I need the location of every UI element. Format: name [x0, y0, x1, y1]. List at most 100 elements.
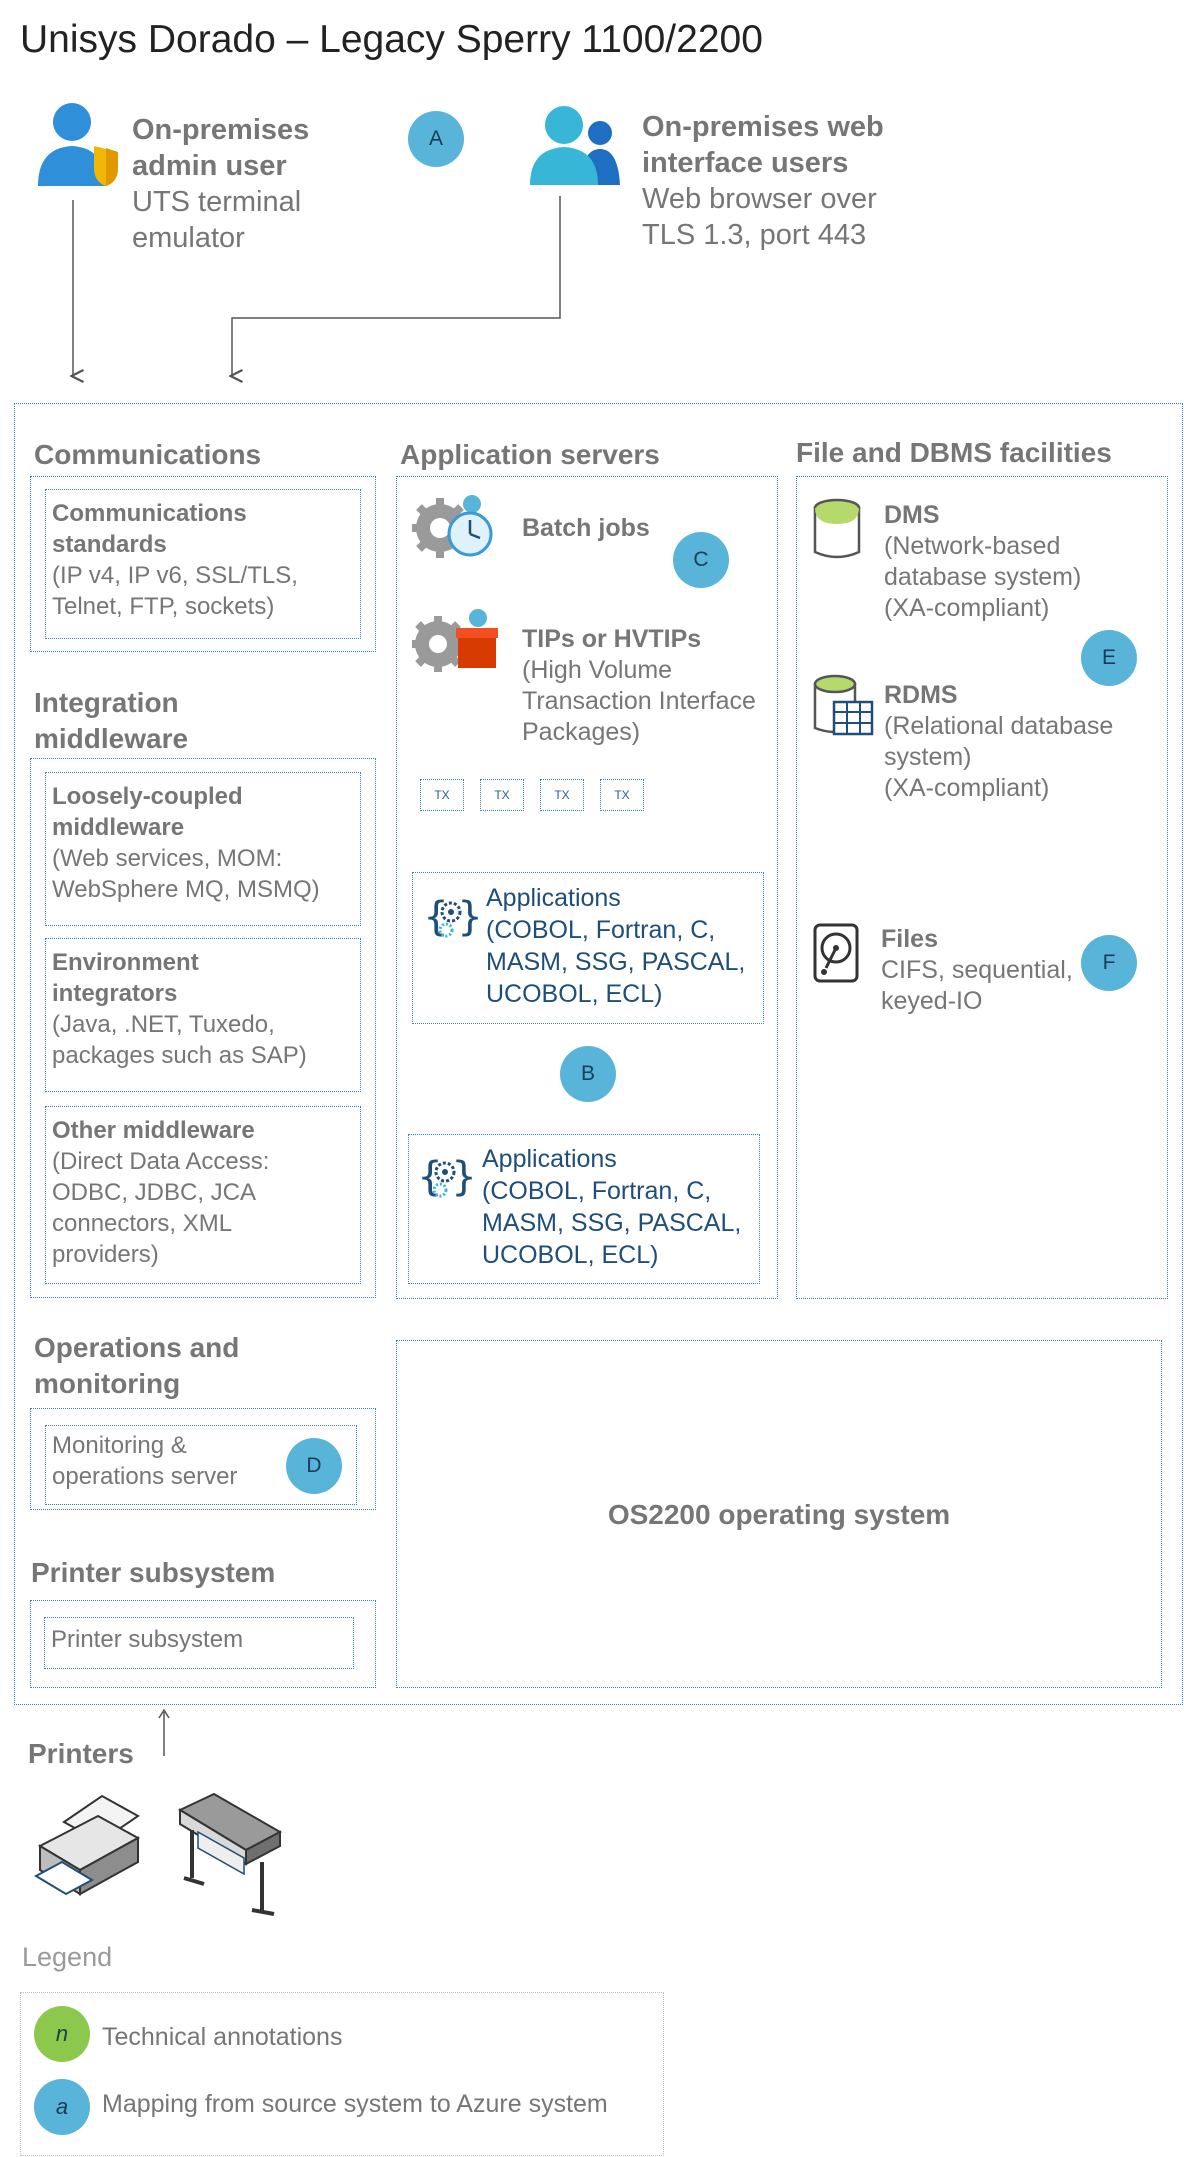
other-middleware-line3: connectors, XML — [52, 1210, 233, 1237]
operations-monitoring-title: Operations and monitoring — [34, 1330, 294, 1402]
dms-line2: database system) — [884, 563, 1082, 591]
file-dbms-panel — [796, 476, 1168, 1299]
legend-technical-label: Technical annotations — [102, 2023, 343, 2051]
plotter-icon — [174, 1792, 286, 1921]
files-disk-icon — [812, 922, 860, 989]
communications-title: Communications — [34, 439, 262, 470]
tips-line2: Transaction Interface — [522, 687, 756, 715]
applications-2-line1: Applications — [482, 1145, 617, 1173]
admin-user-name-line1: On-premises — [132, 114, 310, 146]
page-title: Unisys Dorado – Legacy Sperry 1100/2200 — [20, 18, 763, 61]
applications-1-line4: UCOBOL, ECL) — [486, 980, 663, 1008]
applications-2-line4: UCOBOL, ECL) — [482, 1241, 659, 1269]
admin-user-shield-icon — [34, 102, 124, 191]
rdms-title: RDMS — [884, 681, 958, 709]
rdms-table-icon — [812, 674, 874, 743]
applications-1-line2: (COBOL, Fortran, C, — [486, 916, 716, 944]
tips-gear-box-icon — [410, 608, 508, 677]
dorado-system-container — [14, 403, 1183, 1705]
monitoring-server-box: Monitoring & operations server — [45, 1425, 357, 1505]
communications-standards-line1: (IP v4, IP v6, SSL/TLS, — [52, 562, 298, 589]
communications-standards-line2: Telnet, FTP, sockets) — [52, 593, 275, 620]
environment-integrators-box: Environment integrators (Java, .NET, Tux… — [45, 938, 361, 1092]
printer-subsystem-title: Printer subsystem — [31, 1557, 276, 1588]
legend-box — [20, 1992, 664, 2156]
operations-panel — [30, 1408, 376, 1510]
other-middleware-title: Other middleware — [52, 1117, 255, 1144]
badge-a: A — [408, 111, 464, 167]
other-middleware-line4: providers) — [52, 1241, 159, 1268]
applications-1-line3: MASM, SSG, PASCAL, — [486, 948, 746, 976]
applications-1-line1: Applications — [486, 884, 621, 912]
printers-title: Printers — [28, 1738, 134, 1769]
tips-title: TIPs or HVTIPs — [522, 625, 702, 653]
os2200-box: OS2200 operating system — [396, 1340, 1162, 1688]
file-dbms-title: File and DBMS facilities — [796, 437, 1112, 468]
printer-connector-arrow — [158, 1708, 170, 1756]
badge-c: C — [673, 532, 729, 588]
svg-text:}: } — [452, 1154, 472, 1200]
rdms-line3: (XA-compliant) — [884, 774, 1050, 802]
tx-box-4: TX — [600, 779, 644, 811]
communications-standards-title-line1: Communications — [52, 500, 247, 527]
badge-b: B — [560, 1046, 616, 1102]
other-middleware-line1: (Direct Data Access: — [52, 1148, 270, 1175]
legend-title: Legend — [22, 1942, 113, 1972]
printer-subsystem-box: Printer subsystem — [44, 1617, 354, 1669]
environment-integrators-line1: (Java, .NET, Tuxedo, — [52, 1011, 275, 1038]
dms-line3: (XA-compliant) — [884, 594, 1050, 622]
files-label: Files CIFS, sequential, keyed-IO — [881, 924, 1073, 1017]
app-gear-icon: { } — [418, 1150, 476, 1209]
dms-label: DMS (Network-based database system) (XA-… — [884, 500, 1081, 624]
application-servers-panel — [396, 476, 778, 1299]
loosely-coupled-line2: WebSphere MQ, MSMQ) — [52, 876, 320, 903]
tx-box-1: TX — [420, 779, 464, 811]
application-servers-title: Application servers — [400, 439, 660, 470]
os2200-label: OS2200 operating system — [607, 1498, 951, 1530]
dms-line1: (Network-based — [884, 532, 1061, 560]
badge-d: D — [286, 1438, 342, 1494]
integration-middleware-title: Integration middleware — [34, 685, 188, 757]
integration-title-line2: middleware — [34, 723, 189, 754]
dms-cylinder-icon — [812, 498, 862, 567]
operations-title-line1: Operations and — [34, 1332, 240, 1363]
batch-jobs-label: Batch jobs — [522, 514, 650, 542]
tx-box-2: TX — [480, 779, 524, 811]
rdms-line2: system) — [884, 743, 972, 771]
integration-middleware-panel — [30, 758, 376, 1298]
applications-text-2: Applications (COBOL, Fortran, C, MASM, S… — [482, 1143, 741, 1271]
admin-user-name-line2: admin user — [132, 150, 287, 182]
printer-icon — [33, 1794, 146, 1903]
communications-panel — [30, 476, 376, 652]
applications-box-1 — [412, 872, 764, 1024]
environment-integrators-line2: packages such as SAP) — [52, 1042, 307, 1069]
loosely-coupled-line1: (Web services, MOM: — [52, 845, 283, 872]
environment-integrators-title-line1: Environment — [52, 949, 199, 976]
printer-subsystem-panel — [30, 1600, 376, 1688]
rdms-line1: (Relational database — [884, 712, 1114, 740]
admin-user-sub-line1: UTS terminal — [132, 186, 302, 218]
badge-e: E — [1081, 630, 1137, 686]
web-users-icon — [528, 105, 622, 190]
loosely-coupled-title-line1: Loosely-coupled — [52, 783, 243, 810]
loosely-coupled-middleware-box: Loosely-coupled middleware (Web services… — [45, 772, 361, 926]
monitoring-server-line2: operations server — [52, 1463, 238, 1490]
admin-user-label: On-premises admin user UTS terminal emul… — [132, 112, 309, 256]
other-middleware-line2: ODBC, JDBC, JCA — [52, 1179, 257, 1206]
operations-title-line2: monitoring — [34, 1368, 181, 1399]
web-users-sub-line1: Web browser over — [642, 183, 877, 215]
monitoring-server-line1: Monitoring & — [52, 1432, 187, 1459]
web-users-name-line1: On-premises web — [642, 111, 884, 143]
files-line1: CIFS, sequential, — [881, 956, 1073, 984]
applications-text-1: Applications (COBOL, Fortran, C, MASM, S… — [486, 882, 745, 1010]
tips-label: TIPs or HVTIPs (High Volume Transaction … — [522, 624, 756, 748]
other-middleware-box: Other middleware (Direct Data Access: OD… — [45, 1106, 361, 1284]
legend-technical-dot: n — [34, 2006, 90, 2062]
environment-integrators-title-line2: integrators — [52, 980, 178, 1007]
tips-line3: Packages) — [522, 718, 641, 746]
legend-mapping-label: Mapping from source system to Azure syst… — [102, 2090, 608, 2118]
rdms-label: RDMS (Relational database system) (XA-co… — [884, 680, 1113, 804]
tips-line1: (High Volume — [522, 656, 673, 684]
files-title: Files — [881, 925, 938, 953]
communications-standards-title-line2: standards — [52, 531, 167, 558]
